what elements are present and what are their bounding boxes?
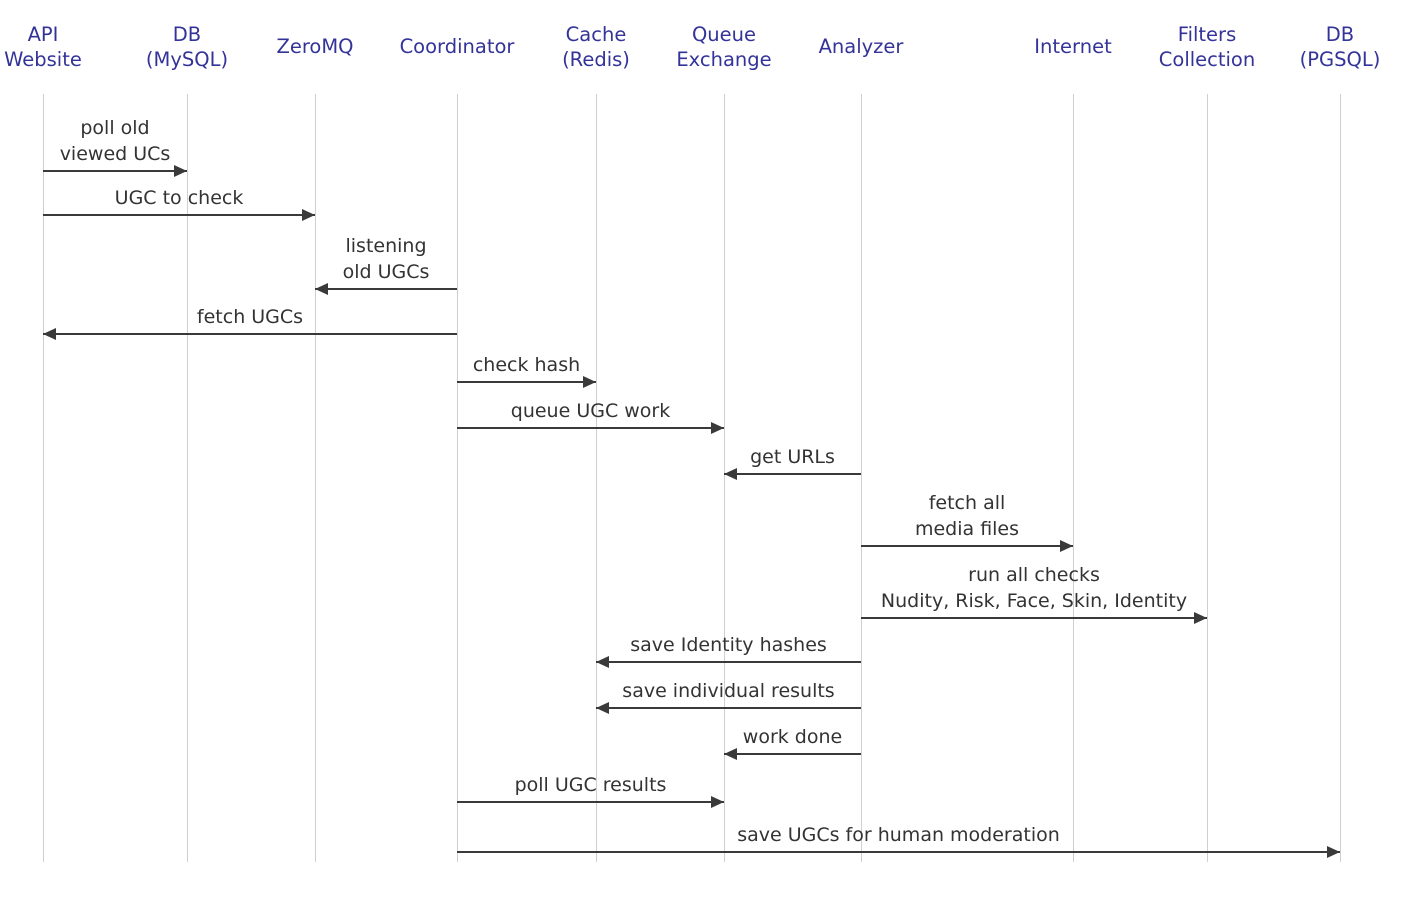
message-label-ugc-to-check: UGC to check [114, 187, 244, 209]
lifeline-zeromq [315, 94, 316, 862]
participant-header-queue-exchange[interactable]: Queue Exchange [676, 23, 772, 71]
arrowhead-save-identity-hashes [596, 656, 609, 668]
lifeline-db-pgsql [1340, 94, 1341, 862]
participant-header-analyzer[interactable]: Analyzer [818, 35, 904, 58]
message-label-save-identity-hashes: save Identity hashes [630, 634, 827, 656]
message-label-poll-old-viewed-ucs: poll old viewed UCs [59, 117, 171, 165]
participant-header-cache-redis[interactable]: Cache (Redis) [562, 23, 630, 71]
message-label-get-urls: get URLs [750, 446, 835, 468]
message-arrow-save-individual-results[interactable] [596, 707, 861, 709]
arrowhead-work-done [724, 748, 737, 760]
message-label-listening-old-ugcs: listening old UGCs [342, 235, 430, 283]
message-arrow-work-done[interactable] [724, 753, 861, 755]
message-arrow-ugc-to-check[interactable] [43, 214, 315, 216]
message-label-fetch-ugcs: fetch UGCs [196, 306, 304, 328]
arrowhead-queue-ugc-work [711, 422, 724, 434]
arrowhead-get-urls [724, 468, 737, 480]
message-arrow-save-identity-hashes[interactable] [596, 661, 861, 663]
message-label-work-done: work done [742, 726, 843, 748]
arrowhead-run-all-checks [1194, 612, 1207, 624]
arrowhead-fetch-all-media-files [1060, 540, 1073, 552]
arrowhead-fetch-ugcs [43, 328, 56, 340]
participant-header-internet[interactable]: Internet [1034, 35, 1112, 58]
message-arrow-fetch-ugcs[interactable] [43, 333, 457, 335]
arrowhead-check-hash [583, 376, 596, 388]
participant-header-db-pgsql[interactable]: DB (PGSQL) [1299, 23, 1381, 71]
participant-header-api-website[interactable]: API Website [4, 23, 82, 71]
message-arrow-run-all-checks[interactable] [861, 617, 1207, 619]
message-label-check-hash: check hash [472, 354, 581, 376]
lifeline-coordinator [457, 94, 458, 862]
message-label-save-ugcs-for-human-moderation: save UGCs for human moderation [737, 824, 1060, 846]
message-arrow-get-urls[interactable] [724, 473, 861, 475]
message-label-queue-ugc-work: queue UGC work [510, 400, 671, 422]
message-arrow-poll-ugc-results[interactable] [457, 801, 724, 803]
lifeline-filters-collection [1207, 94, 1208, 862]
message-arrow-queue-ugc-work[interactable] [457, 427, 724, 429]
arrowhead-save-individual-results [596, 702, 609, 714]
message-arrow-listening-old-ugcs[interactable] [315, 288, 457, 290]
lifeline-internet [1073, 94, 1074, 862]
arrowhead-poll-old-viewed-ucs [174, 165, 187, 177]
message-arrow-fetch-all-media-files[interactable] [861, 545, 1073, 547]
message-arrow-poll-old-viewed-ucs[interactable] [43, 170, 187, 172]
lifeline-analyzer [861, 94, 862, 862]
arrowhead-poll-ugc-results [711, 796, 724, 808]
arrowhead-listening-old-ugcs [315, 283, 328, 295]
message-label-save-individual-results: save individual results [622, 680, 835, 702]
message-label-run-all-checks: run all checks Nudity, Risk, Face, Skin,… [880, 564, 1188, 612]
arrowhead-ugc-to-check [302, 209, 315, 221]
lifeline-db-mysql [187, 94, 188, 862]
message-label-poll-ugc-results: poll UGC results [514, 774, 667, 796]
message-arrow-save-ugcs-for-human-moderation[interactable] [457, 851, 1340, 853]
lifeline-api-website [43, 94, 44, 862]
participant-header-db-mysql[interactable]: DB (MySQL) [145, 23, 229, 71]
participant-header-filters-collection[interactable]: Filters Collection [1158, 23, 1256, 71]
message-arrow-check-hash[interactable] [457, 381, 596, 383]
lifeline-cache-redis [596, 94, 597, 862]
participant-header-coordinator[interactable]: Coordinator [399, 35, 515, 58]
participant-header-zeromq[interactable]: ZeroMQ [276, 35, 354, 58]
message-label-fetch-all-media-files: fetch all media files [914, 492, 1020, 540]
arrowhead-save-ugcs-for-human-moderation [1327, 846, 1340, 858]
